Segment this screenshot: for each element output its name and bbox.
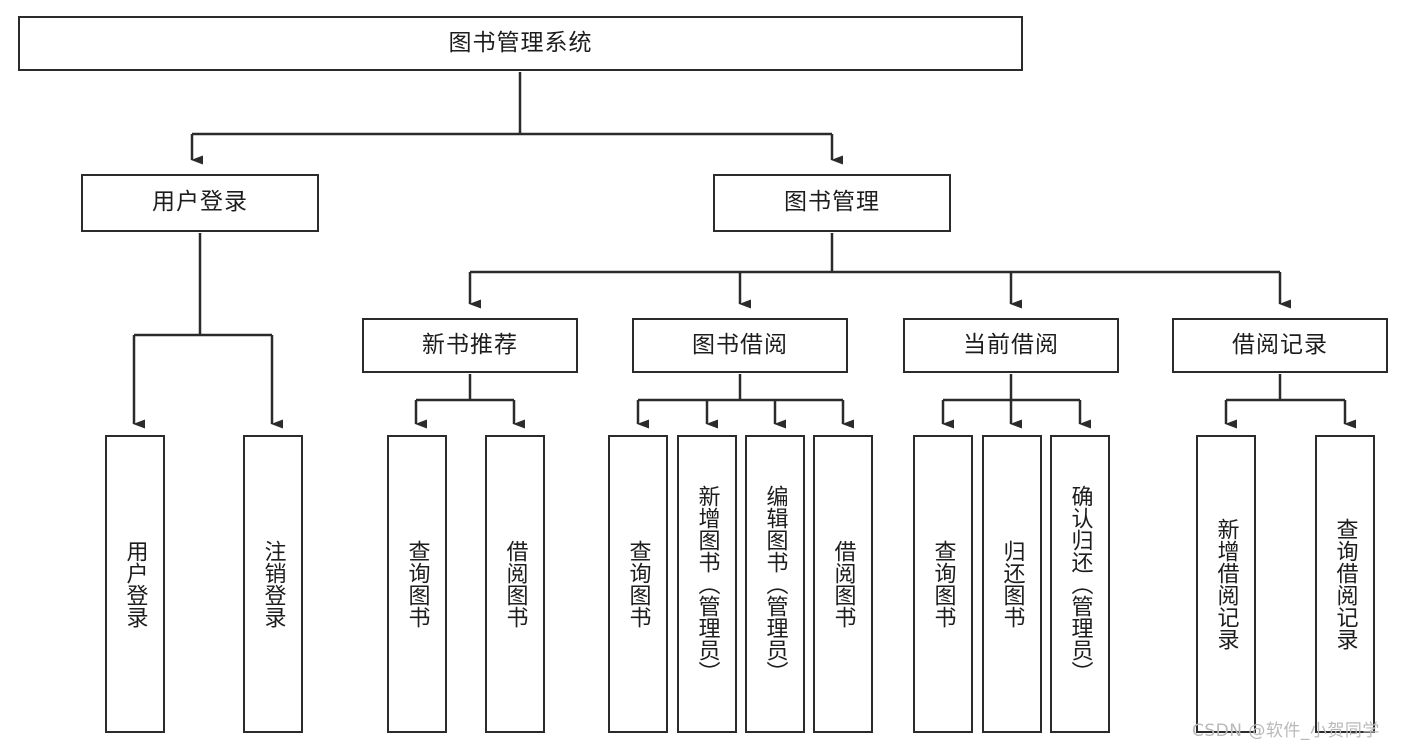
node-label: 新增图书（管理员） <box>694 485 720 683</box>
node-label: 归还图书 <box>999 540 1025 628</box>
node-label: 查询图书 <box>930 540 956 628</box>
node-label: 编辑图书（管理员） <box>762 485 788 683</box>
leaf-user-login-login[interactable]: 用户登录 <box>105 435 165 733</box>
leaf-new-book-borrow[interactable]: 借阅图书 <box>485 435 545 733</box>
node-new-book-recommend[interactable]: 新书推荐 <box>362 318 578 373</box>
leaf-book-borrow-query[interactable]: 查询图书 <box>608 435 668 733</box>
node-label: 查询借阅记录 <box>1332 518 1358 650</box>
node-label: 注销登录 <box>260 540 286 628</box>
leaf-borrow-record-add[interactable]: 新增借阅记录 <box>1196 435 1256 733</box>
node-label: 借阅图书 <box>502 540 528 628</box>
node-label: 图书管理系统 <box>448 29 593 56</box>
leaf-book-borrow-add[interactable]: 新增图书（管理员） <box>677 435 737 733</box>
node-label: 借阅图书 <box>830 540 856 628</box>
leaf-borrow-record-query[interactable]: 查询借阅记录 <box>1315 435 1375 733</box>
node-label: 用户登录 <box>122 540 148 628</box>
node-current-borrow[interactable]: 当前借阅 <box>903 318 1119 373</box>
leaf-book-borrow-borrow[interactable]: 借阅图书 <box>813 435 873 733</box>
node-label: 图书管理 <box>784 189 880 216</box>
node-label: 查询图书 <box>625 540 651 628</box>
node-label: 新增借阅记录 <box>1213 518 1239 650</box>
leaf-new-book-query[interactable]: 查询图书 <box>387 435 447 733</box>
node-label: 确认归还（管理员） <box>1067 485 1093 683</box>
node-label: 用户登录 <box>152 189 248 216</box>
node-label: 新书推荐 <box>422 331 518 358</box>
node-label: 查询图书 <box>404 540 430 628</box>
leaf-book-borrow-edit[interactable]: 编辑图书（管理员） <box>745 435 805 733</box>
leaf-current-borrow-confirm-return[interactable]: 确认归还（管理员） <box>1050 435 1110 733</box>
node-label: 借阅记录 <box>1232 331 1328 358</box>
node-root-system[interactable]: 图书管理系统 <box>18 16 1023 71</box>
node-label: 图书借阅 <box>692 331 788 358</box>
node-book-borrow[interactable]: 图书借阅 <box>632 318 848 373</box>
csdn-watermark: CSDN @软件_小贺同学 <box>1192 721 1380 741</box>
leaf-current-borrow-return[interactable]: 归还图书 <box>982 435 1042 733</box>
node-borrow-record[interactable]: 借阅记录 <box>1172 318 1388 373</box>
leaf-user-login-logout[interactable]: 注销登录 <box>243 435 303 733</box>
node-book-management[interactable]: 图书管理 <box>713 174 951 232</box>
leaf-current-borrow-query[interactable]: 查询图书 <box>913 435 973 733</box>
node-label: 当前借阅 <box>963 331 1059 358</box>
node-user-login[interactable]: 用户登录 <box>81 174 319 232</box>
